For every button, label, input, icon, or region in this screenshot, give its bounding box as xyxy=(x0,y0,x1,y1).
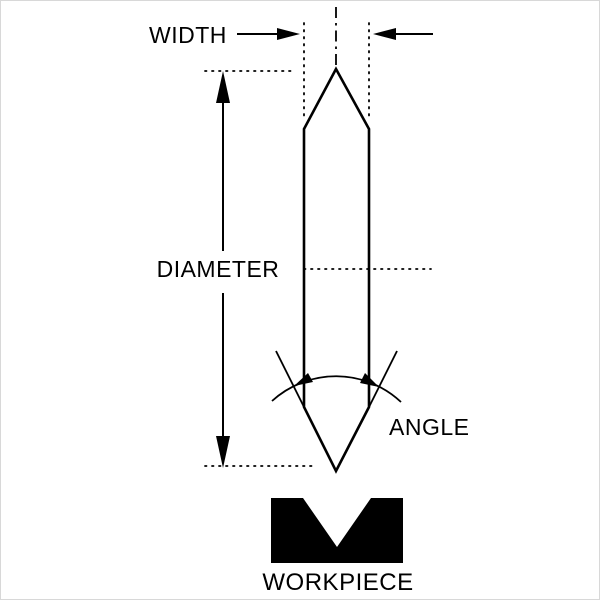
diameter-arrow-up-icon xyxy=(216,71,230,103)
diameter-arrow-down-icon xyxy=(216,436,230,468)
workpiece-label: WORKPIECE xyxy=(262,569,413,596)
width-arrow-left-icon xyxy=(373,28,396,40)
grinding-wheel-outline xyxy=(302,66,371,474)
angle-arrow-left-icon xyxy=(294,373,313,386)
diameter-label: DIAMETER xyxy=(157,256,280,282)
width-label: WIDTH xyxy=(149,22,227,48)
angle-dimension-arc xyxy=(271,375,402,403)
angle-arrow-right-icon xyxy=(360,373,379,387)
width-arrow-right-icon xyxy=(277,28,300,40)
angle-label: ANGLE xyxy=(389,414,469,440)
angle-extension-line-right xyxy=(368,350,398,408)
workpiece-notched-block xyxy=(271,498,403,563)
angle-extension-line-left xyxy=(275,350,305,408)
